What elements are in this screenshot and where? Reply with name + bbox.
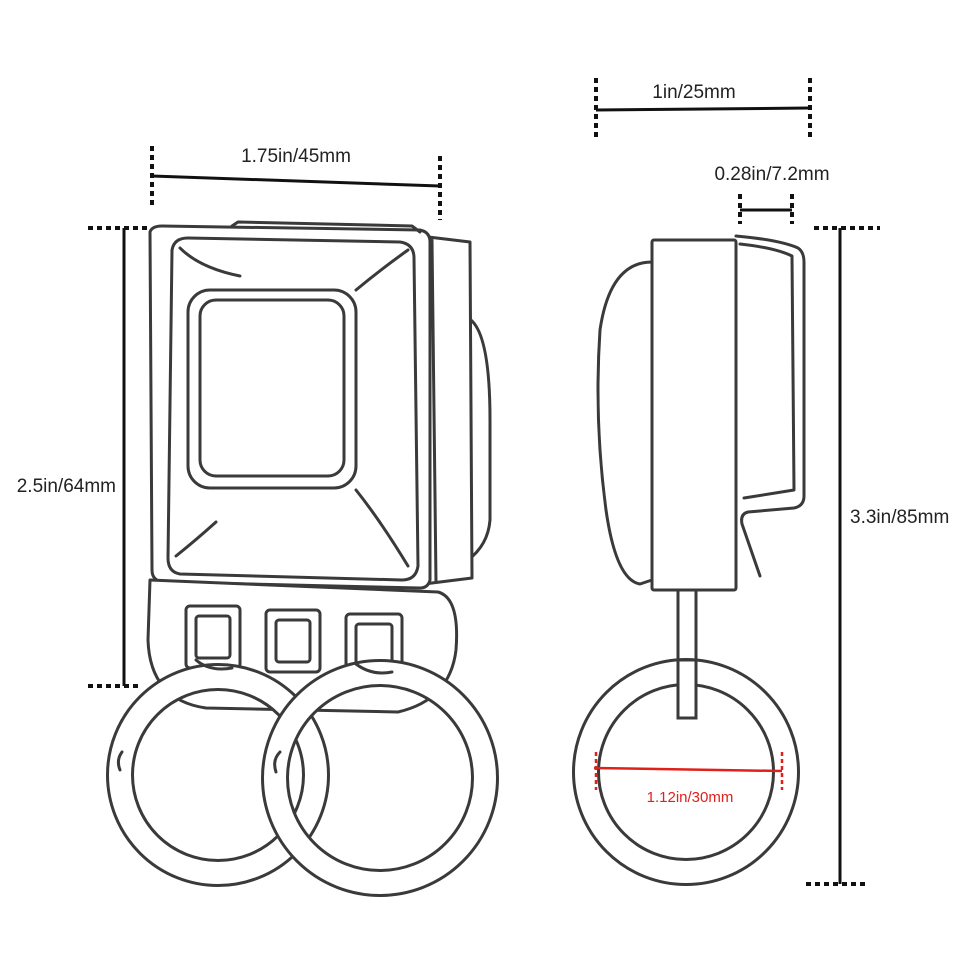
side-width-label: 1in/25mm — [652, 82, 735, 103]
front-top-lip — [230, 220, 422, 234]
side-body — [650, 238, 738, 592]
total-height-dimension: 3.3in/85mm — [806, 226, 949, 886]
front-back-bump — [466, 316, 492, 562]
front-left-ring — [106, 663, 330, 887]
side-thickness-label: 0.28in/7.2mm — [714, 164, 829, 185]
side-view — [572, 234, 806, 886]
front-window-inner — [198, 298, 346, 478]
front-height-dimension: 2.5in/64mm — [17, 226, 150, 688]
ring-dim-line — [593, 766, 783, 773]
front-pillow-panel — [166, 236, 420, 582]
ring-diameter-dimension: 1.12in/30mm — [593, 752, 784, 806]
side-width-dimension: 1in/25mm — [594, 78, 812, 140]
side-clip — [734, 234, 806, 578]
side-stem-front — [676, 658, 698, 720]
front-slot-2-inner — [274, 618, 312, 664]
front-width-dimension: 1.75in/45mm — [150, 146, 442, 220]
front-view — [106, 220, 499, 897]
front-clip-edge — [430, 238, 438, 584]
front-ring-through-slot — [194, 658, 394, 675]
front-width-label: 1.75in/45mm — [241, 146, 351, 167]
front-window-outer — [186, 288, 358, 490]
front-pillow-corner-lines — [174, 246, 410, 568]
side-thickness-dimension: 0.28in/7.2mm — [714, 164, 830, 224]
total-height-label: 3.3in/85mm — [850, 507, 949, 528]
front-slot-1-inner — [194, 614, 232, 660]
side-front-bump — [596, 260, 654, 586]
front-slot-2 — [264, 608, 322, 674]
ring-diameter-label: 1.12in/30mm — [647, 789, 734, 806]
front-height-label: 2.5in/64mm — [17, 476, 116, 497]
side-clip-inner — [738, 242, 796, 500]
